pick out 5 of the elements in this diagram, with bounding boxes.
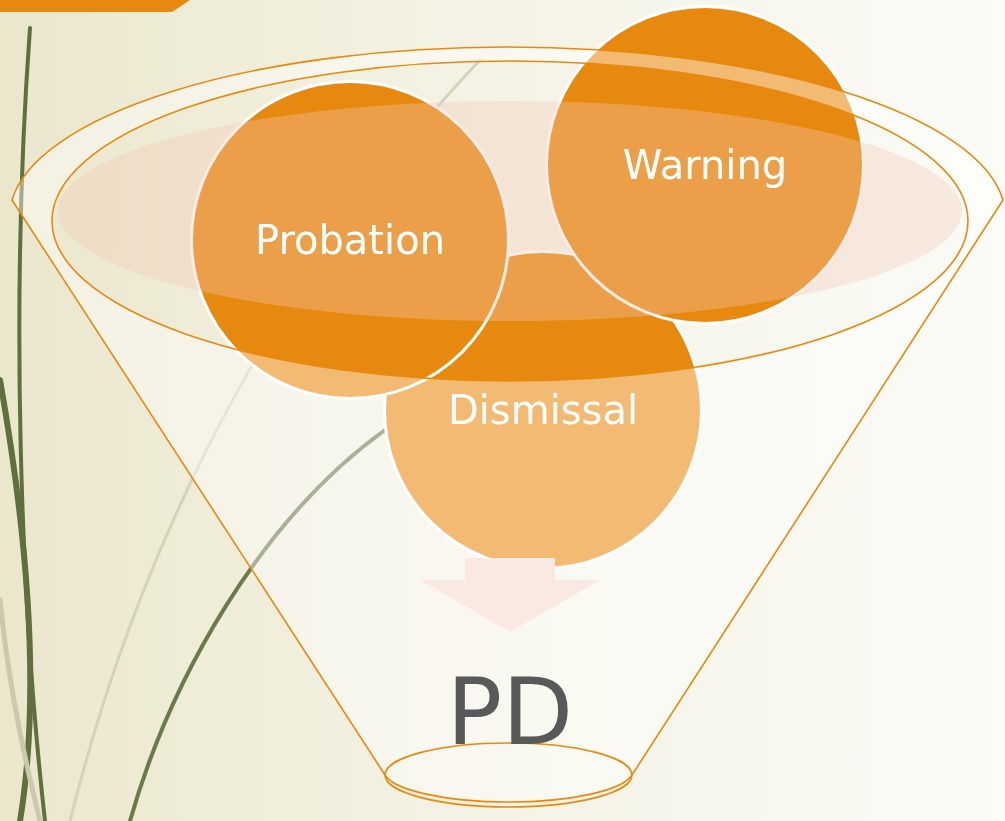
circle-label: Warning bbox=[622, 142, 788, 188]
circle-label: Dismissal bbox=[447, 387, 639, 433]
block-arrow bbox=[420, 558, 600, 632]
circle-label: Probation bbox=[255, 217, 445, 263]
funnel-output-label: PD bbox=[446, 658, 574, 766]
